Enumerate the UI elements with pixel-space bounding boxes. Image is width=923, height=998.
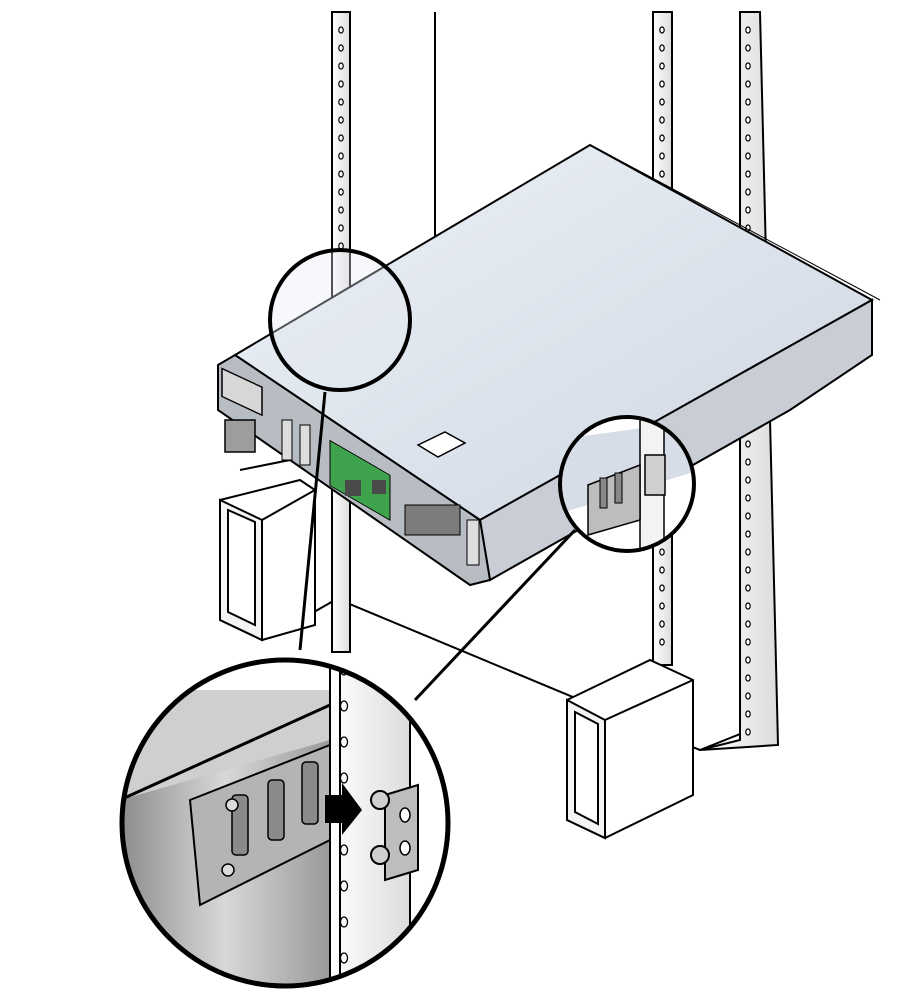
rack-hole bbox=[745, 638, 751, 646]
rack-hole bbox=[339, 916, 349, 928]
rack-hole bbox=[338, 116, 344, 124]
rack-hole bbox=[745, 584, 751, 592]
zoom-detail-circle bbox=[119, 657, 451, 989]
rack-hole bbox=[338, 62, 344, 70]
rack-hole bbox=[745, 674, 751, 682]
rack-hole bbox=[745, 728, 751, 736]
rack-hole bbox=[339, 880, 349, 892]
rack-hole bbox=[659, 548, 665, 556]
rack-hole bbox=[659, 116, 665, 124]
rack-hole bbox=[659, 134, 665, 142]
rack-hole bbox=[659, 620, 665, 628]
rack-hole bbox=[338, 224, 344, 232]
rack-hole bbox=[339, 736, 349, 748]
rack-hole bbox=[659, 638, 665, 646]
rack-hole bbox=[745, 656, 751, 664]
rack-hole bbox=[659, 26, 665, 34]
rack-hole bbox=[745, 620, 751, 628]
rack-hole bbox=[338, 134, 344, 142]
rack-hole bbox=[338, 98, 344, 106]
rack-hole bbox=[339, 772, 349, 784]
push-arrow-icon bbox=[325, 783, 362, 835]
rack-hole bbox=[745, 512, 751, 520]
slide-rail-bracket-icon bbox=[188, 743, 331, 907]
rack-hole bbox=[338, 152, 344, 160]
rack-hole bbox=[659, 80, 665, 88]
rack-hole bbox=[659, 98, 665, 106]
rack-hole bbox=[745, 494, 751, 502]
rack-hole bbox=[338, 206, 344, 214]
rear-io-panel bbox=[281, 419, 480, 566]
rack-hole bbox=[745, 692, 751, 700]
rack-hole bbox=[659, 62, 665, 70]
rack-hole bbox=[745, 116, 751, 124]
rack-hole bbox=[659, 152, 665, 160]
rack-hole bbox=[338, 26, 344, 34]
rack-hole bbox=[745, 458, 751, 466]
rack-hole bbox=[745, 170, 751, 178]
rack-hole bbox=[745, 476, 751, 484]
rack-hole bbox=[745, 710, 751, 718]
rack-hole bbox=[745, 44, 751, 52]
rack-hole bbox=[745, 188, 751, 196]
rack-hole bbox=[339, 952, 349, 964]
spacer-block-icon bbox=[566, 658, 694, 840]
rack-hole bbox=[338, 188, 344, 196]
rack-hole bbox=[339, 700, 349, 712]
callout-circle-top bbox=[268, 248, 412, 651]
rack-hole bbox=[659, 584, 665, 592]
rack-hole bbox=[659, 170, 665, 178]
rack-hole bbox=[745, 566, 751, 574]
rack-hole bbox=[659, 602, 665, 610]
rack-hole bbox=[745, 134, 751, 142]
rack-hole bbox=[745, 206, 751, 214]
rack-hole bbox=[745, 26, 751, 34]
rack-hole bbox=[745, 98, 751, 106]
rack-hole bbox=[745, 80, 751, 88]
rack-hole bbox=[659, 566, 665, 574]
rack-hole bbox=[745, 440, 751, 448]
rack-hole bbox=[745, 152, 751, 160]
rack-hole bbox=[659, 44, 665, 52]
rack-bracket-piece-icon bbox=[370, 783, 419, 882]
rack-hole bbox=[745, 62, 751, 70]
rack-hole bbox=[745, 602, 751, 610]
rack-hole bbox=[338, 80, 344, 88]
rack-hole bbox=[745, 530, 751, 538]
rack-hole bbox=[745, 548, 751, 556]
spacer-block-icon bbox=[219, 478, 316, 642]
callout-circle-bracket bbox=[413, 415, 696, 702]
rack-hole bbox=[338, 44, 344, 52]
rack-hole bbox=[338, 170, 344, 178]
rack-hole bbox=[339, 844, 349, 856]
